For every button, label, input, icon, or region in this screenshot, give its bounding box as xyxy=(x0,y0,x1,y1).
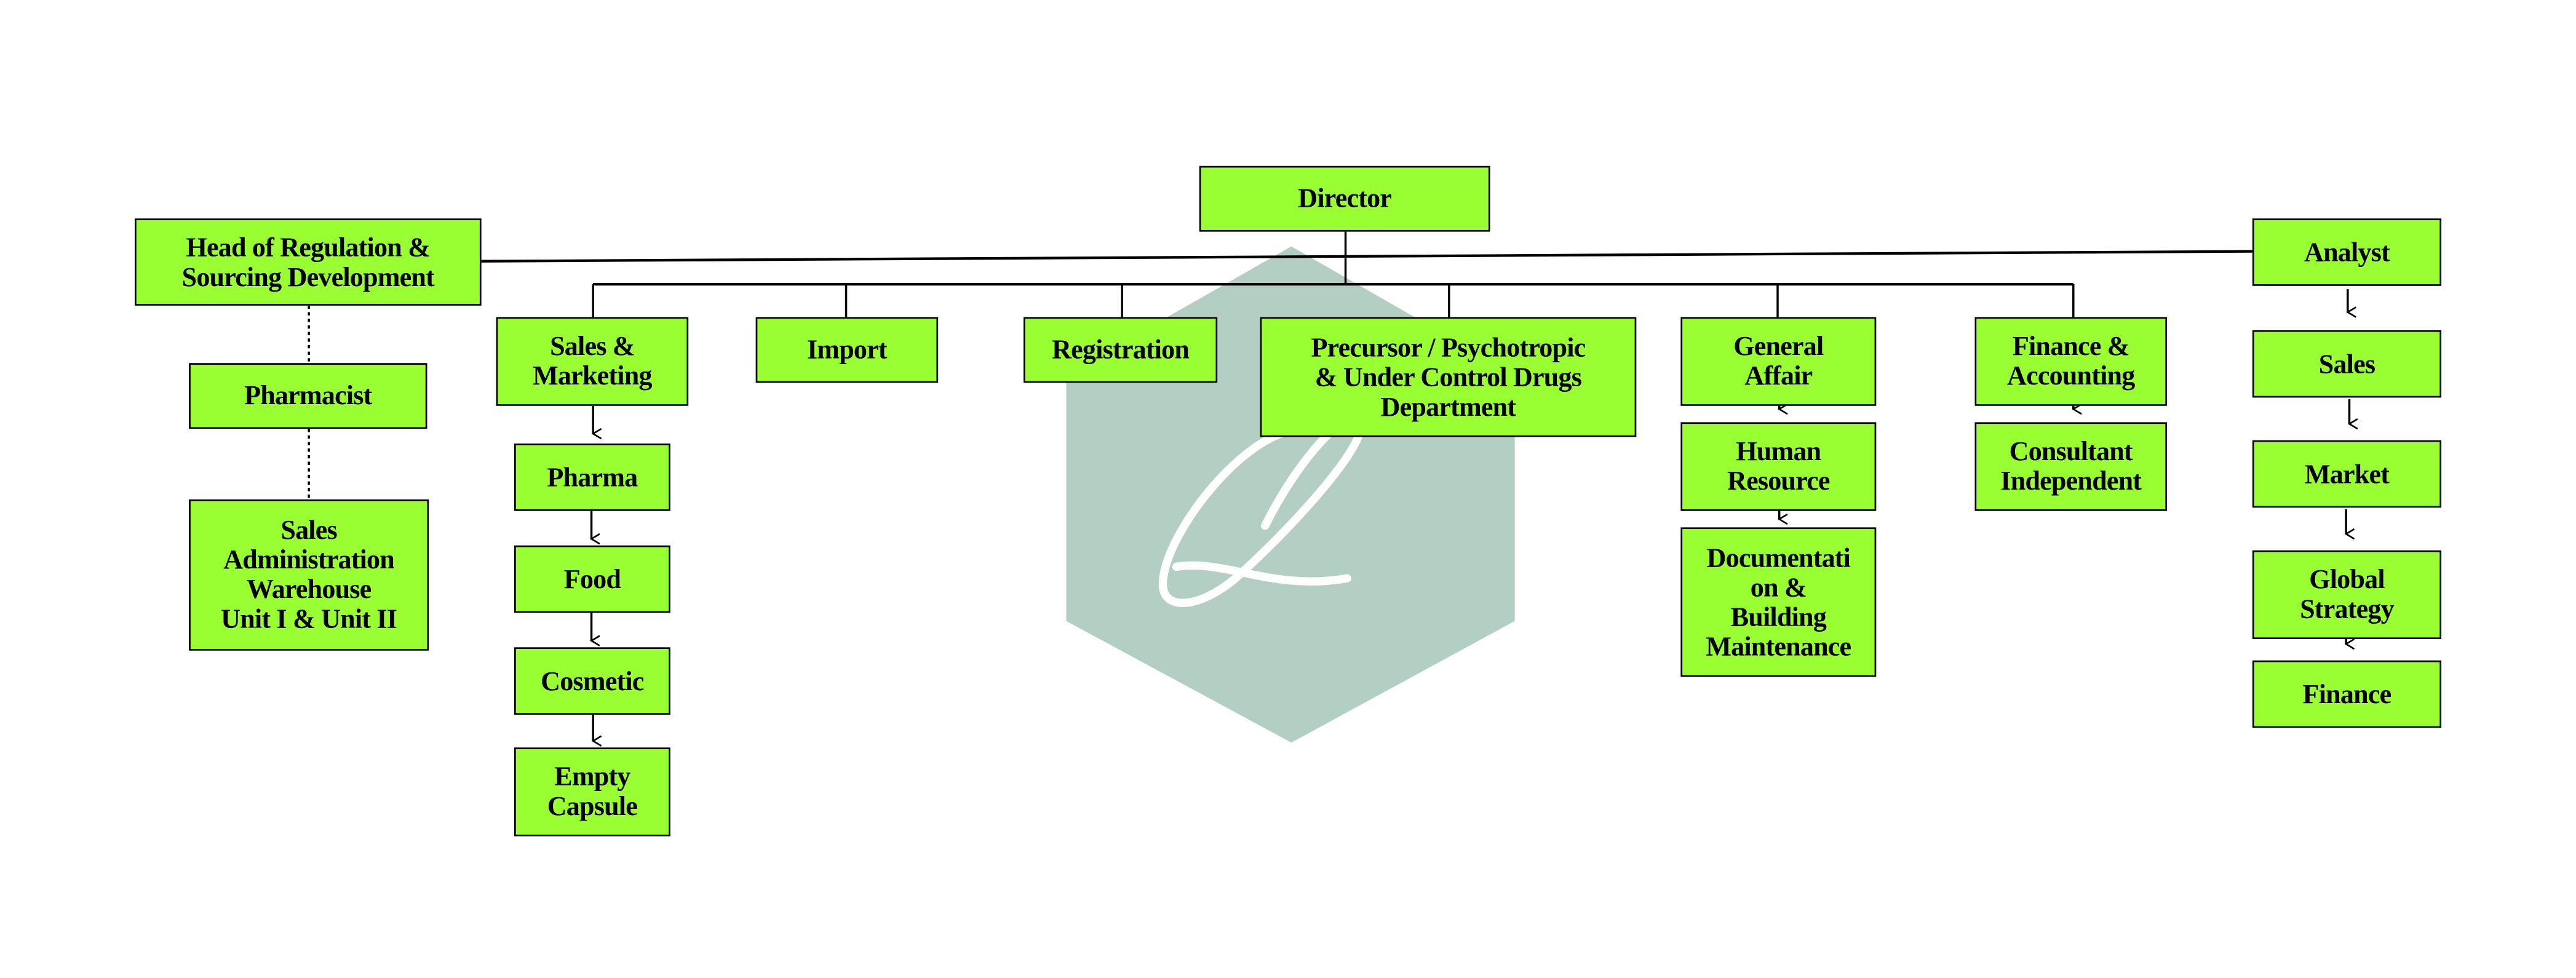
box-label-line: Warehouse xyxy=(246,573,372,605)
box-label-line: Sales xyxy=(2318,347,2375,379)
box-label-line: Pharma xyxy=(547,461,638,492)
box-label-line: Documentati xyxy=(1706,541,1851,573)
box-label-line: Human xyxy=(1736,435,1821,467)
box-label-line: Building xyxy=(1730,600,1827,632)
box-label-line: Precursor / Psychotropic xyxy=(1311,331,1586,362)
box-label-line: Sales xyxy=(280,514,337,546)
box-label-line: Marketing xyxy=(533,359,652,391)
box-label-line: Cosmetic xyxy=(541,664,644,696)
box-registration: Registration xyxy=(1024,317,1218,383)
box-label-line: Sales & xyxy=(550,330,635,362)
box-finance-accounting: Finance &Accounting xyxy=(1974,317,2168,406)
box-label-line: Empty xyxy=(554,760,630,792)
box-pharmacist: Pharmacist xyxy=(189,363,427,429)
box-label-line: Global xyxy=(2309,563,2385,595)
box-finance: Finance xyxy=(2252,660,2442,728)
box-label-line: Finance xyxy=(2302,677,2392,709)
box-label-line: Strategy xyxy=(2300,593,2395,624)
box-label-line: & Under Control Drugs xyxy=(1314,360,1582,392)
box-import: Import xyxy=(755,317,939,383)
box-label-line: Finance & xyxy=(2012,330,2130,362)
box-label-line: Sourcing Development xyxy=(181,260,435,292)
box-label-line: Head of Regulation & xyxy=(186,231,431,263)
link-head-to-analyst xyxy=(481,250,2252,263)
box-label-line: Pharmacist xyxy=(244,380,372,411)
box-label-line: Capsule xyxy=(547,790,638,822)
box-pharma: Pharma xyxy=(514,443,670,511)
box-director: Director xyxy=(1199,165,1490,232)
box-market: Market xyxy=(2252,440,2442,508)
box-cosmetic: Cosmetic xyxy=(514,647,670,715)
box-label-line: Administration xyxy=(223,544,395,575)
box-label-line: Food xyxy=(563,562,621,594)
box-label-line: Analyst xyxy=(2304,236,2390,268)
box-food: Food xyxy=(514,545,670,613)
box-precursor: Precursor / Psychotropic& Under Control … xyxy=(1260,317,1637,437)
box-sales-marketing: Sales &Marketing xyxy=(496,317,689,406)
box-head-regulation: Head of Regulation &Sourcing Development xyxy=(135,218,482,306)
box-label-line: Affair xyxy=(1744,359,1813,391)
box-label-line: General xyxy=(1733,330,1824,362)
box-analyst-sales: Sales xyxy=(2252,330,2442,398)
box-analyst: Analyst xyxy=(2252,218,2442,286)
connector-lines xyxy=(308,231,2358,747)
box-label-line: Maintenance xyxy=(1706,630,1851,662)
box-label-line: Consultant xyxy=(2009,435,2133,467)
box-label-line: Director xyxy=(1298,182,1392,214)
box-label-line: Resource xyxy=(1727,464,1830,496)
box-label-line: Accounting xyxy=(2007,359,2135,391)
box-label-line: Registration xyxy=(1052,333,1190,365)
box-label-line: Import xyxy=(806,333,888,365)
box-label-line: Department xyxy=(1380,390,1516,422)
box-label-line: Unit I & Unit II xyxy=(221,603,397,635)
box-label-line: Market xyxy=(2304,457,2390,489)
box-label-line: Independent xyxy=(2000,464,2142,496)
box-label-line: on & xyxy=(1750,571,1807,602)
